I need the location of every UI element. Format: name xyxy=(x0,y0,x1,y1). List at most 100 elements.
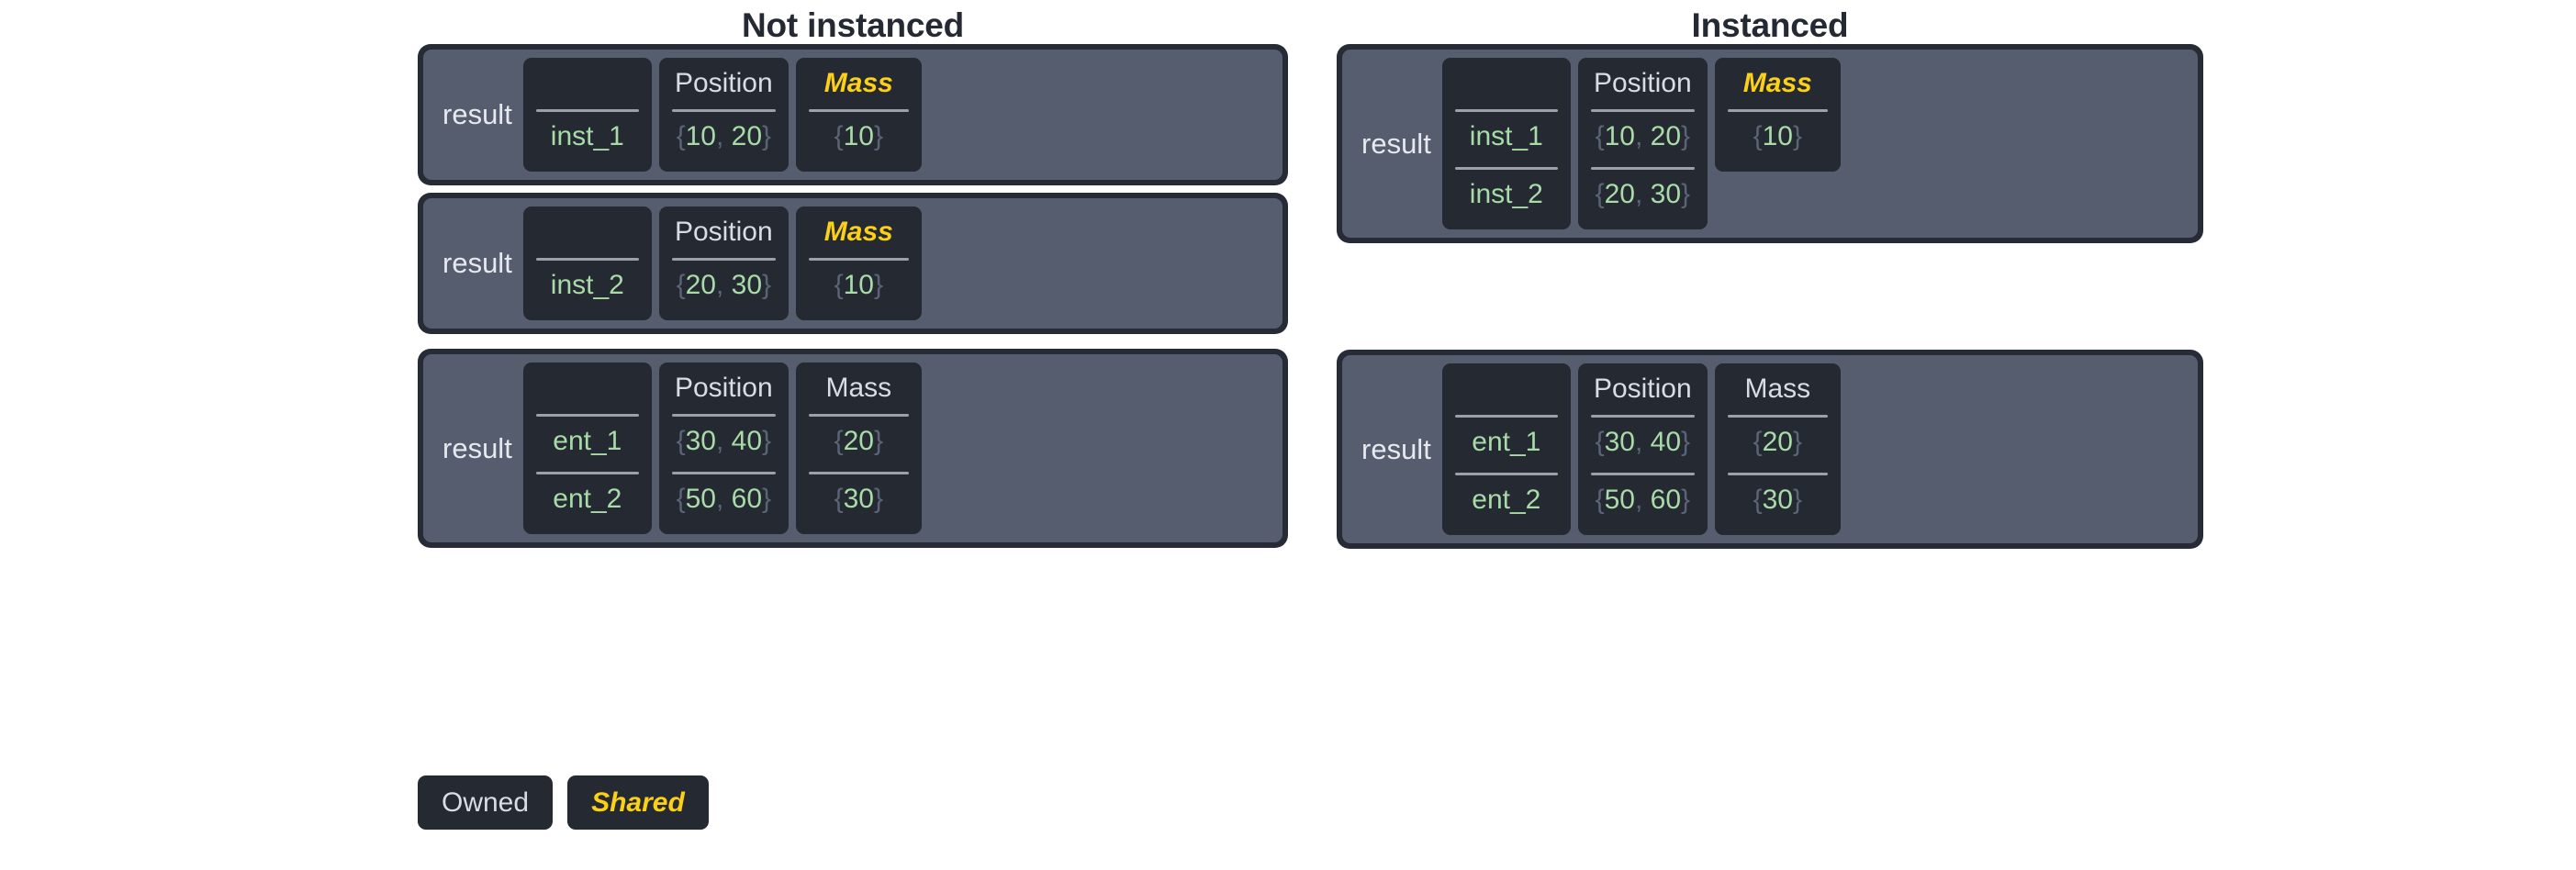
panel-title-instanced: Instanced xyxy=(1691,6,1849,44)
brace-glyph: { xyxy=(676,121,686,151)
brace-glyph: } xyxy=(1681,179,1691,209)
brace-glyph: { xyxy=(676,426,686,456)
cell-divider xyxy=(671,258,776,261)
brace-glyph: { xyxy=(834,121,844,151)
column-mass: Mass{10} xyxy=(795,206,922,320)
brace-glyph: { xyxy=(834,426,844,456)
result-label: result xyxy=(442,247,512,279)
comma-glyph: , xyxy=(1634,121,1643,151)
brace-glyph: } xyxy=(762,484,772,514)
brace-glyph: { xyxy=(1753,485,1763,515)
table-cell: {20} xyxy=(1753,427,1803,457)
column-header xyxy=(1455,372,1558,407)
cell-divider xyxy=(535,414,639,417)
brace-glyph: { xyxy=(1595,121,1605,151)
column-header: Position xyxy=(674,217,773,247)
table-cell: {50, 60} xyxy=(676,484,772,514)
column-header: Position xyxy=(674,373,773,403)
column-header xyxy=(536,215,639,250)
column-header: Mass xyxy=(825,373,892,403)
brace-glyph: } xyxy=(1793,427,1803,457)
column-header: Mass xyxy=(823,68,893,98)
table-cell: inst_1 xyxy=(1469,121,1543,151)
table-cell: {50, 60} xyxy=(1595,485,1691,515)
column-position: Position {30, 40} {50, 60} xyxy=(658,362,789,534)
cell-divider xyxy=(671,414,776,417)
column-group: inst_1 Position{10, 20} Mass {10} xyxy=(522,58,1274,172)
column-header: Mass xyxy=(1744,374,1811,404)
cell-divider xyxy=(1590,473,1695,475)
brace-glyph: } xyxy=(762,426,772,456)
result-label: result xyxy=(1361,432,1431,465)
table-cell: {10, 20} xyxy=(676,121,772,151)
cell-divider xyxy=(1727,473,1828,475)
brace-glyph: } xyxy=(874,121,884,151)
brace-glyph: } xyxy=(1681,121,1691,151)
cell-divider xyxy=(1590,415,1695,418)
cell-divider xyxy=(1590,167,1695,170)
column-header: Mass xyxy=(1742,68,1812,98)
column-mass: Mass{20}{30} xyxy=(795,362,922,534)
column-mass: Mass {10} xyxy=(1714,58,1841,172)
column-position: Position {10, 20} {20, 30} xyxy=(1577,58,1708,229)
cell-divider xyxy=(535,472,639,474)
brace-glyph: { xyxy=(676,270,686,300)
column-name: inst_2 xyxy=(522,206,652,320)
table-cell: {20, 30} xyxy=(1595,179,1691,209)
result-label: result xyxy=(442,431,512,464)
cell-divider xyxy=(808,109,909,112)
table-cell: {10} xyxy=(1753,121,1803,151)
brace-glyph: { xyxy=(676,484,686,514)
table-cell: inst_2 xyxy=(550,270,624,300)
table-cell: {10, 20} xyxy=(1595,121,1691,151)
brace-glyph: } xyxy=(874,484,884,514)
column-name: inst_1 xyxy=(522,58,652,172)
table-cell: {30, 40} xyxy=(1595,427,1691,457)
panel-title-not-instanced: Not instanced xyxy=(741,6,965,44)
brace-glyph: { xyxy=(1753,121,1763,151)
brace-glyph: } xyxy=(874,270,884,300)
cell-divider xyxy=(1454,473,1558,475)
column-position: Position{20, 30} xyxy=(658,206,789,320)
cell-divider xyxy=(808,472,909,474)
brace-glyph: { xyxy=(834,484,844,514)
brace-glyph: { xyxy=(1595,427,1605,457)
brace-glyph: } xyxy=(762,270,772,300)
brace-glyph: } xyxy=(874,426,884,456)
cell-divider xyxy=(1590,109,1695,112)
table-cell: ent_1 xyxy=(1472,427,1541,457)
cell-divider xyxy=(1727,109,1828,112)
cell-divider xyxy=(671,109,776,112)
cell-divider xyxy=(1454,415,1558,418)
comma-glyph: , xyxy=(715,426,724,456)
brace-glyph: } xyxy=(1681,427,1691,457)
cell-divider xyxy=(1454,109,1558,112)
result-label: result xyxy=(1361,127,1431,160)
cell-divider xyxy=(671,472,776,474)
column-mass: Mass {10} xyxy=(795,58,922,172)
legend-chip-shared: Shared xyxy=(567,775,709,830)
table-cell: {10} xyxy=(834,121,884,151)
cell-divider xyxy=(808,414,909,417)
cell-divider xyxy=(535,109,639,112)
column-header: Position xyxy=(1593,68,1692,98)
table-cell: {30, 40} xyxy=(676,426,772,456)
cell-divider xyxy=(1727,415,1828,418)
table-cell: inst_1 xyxy=(550,121,624,151)
column-position: Position{10, 20} xyxy=(658,58,789,172)
column-header xyxy=(536,371,639,406)
